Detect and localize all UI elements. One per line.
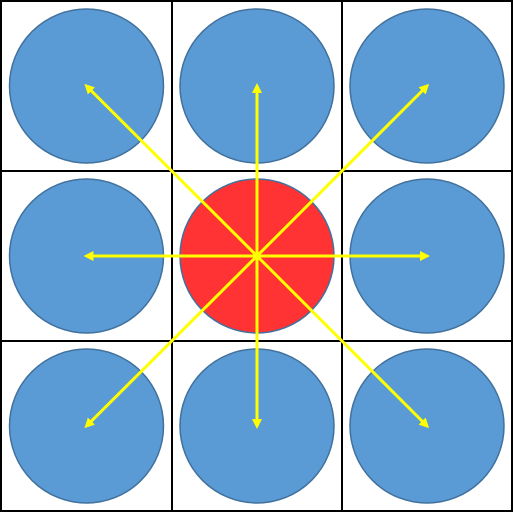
grid-cell-r2-c2	[341, 340, 513, 512]
arrow-down-right	[255, 254, 430, 429]
arrow-up-right	[255, 83, 430, 258]
arrow-down-left	[84, 254, 259, 429]
direction-arrows	[83, 83, 430, 429]
arrow-up-left	[84, 83, 259, 258]
